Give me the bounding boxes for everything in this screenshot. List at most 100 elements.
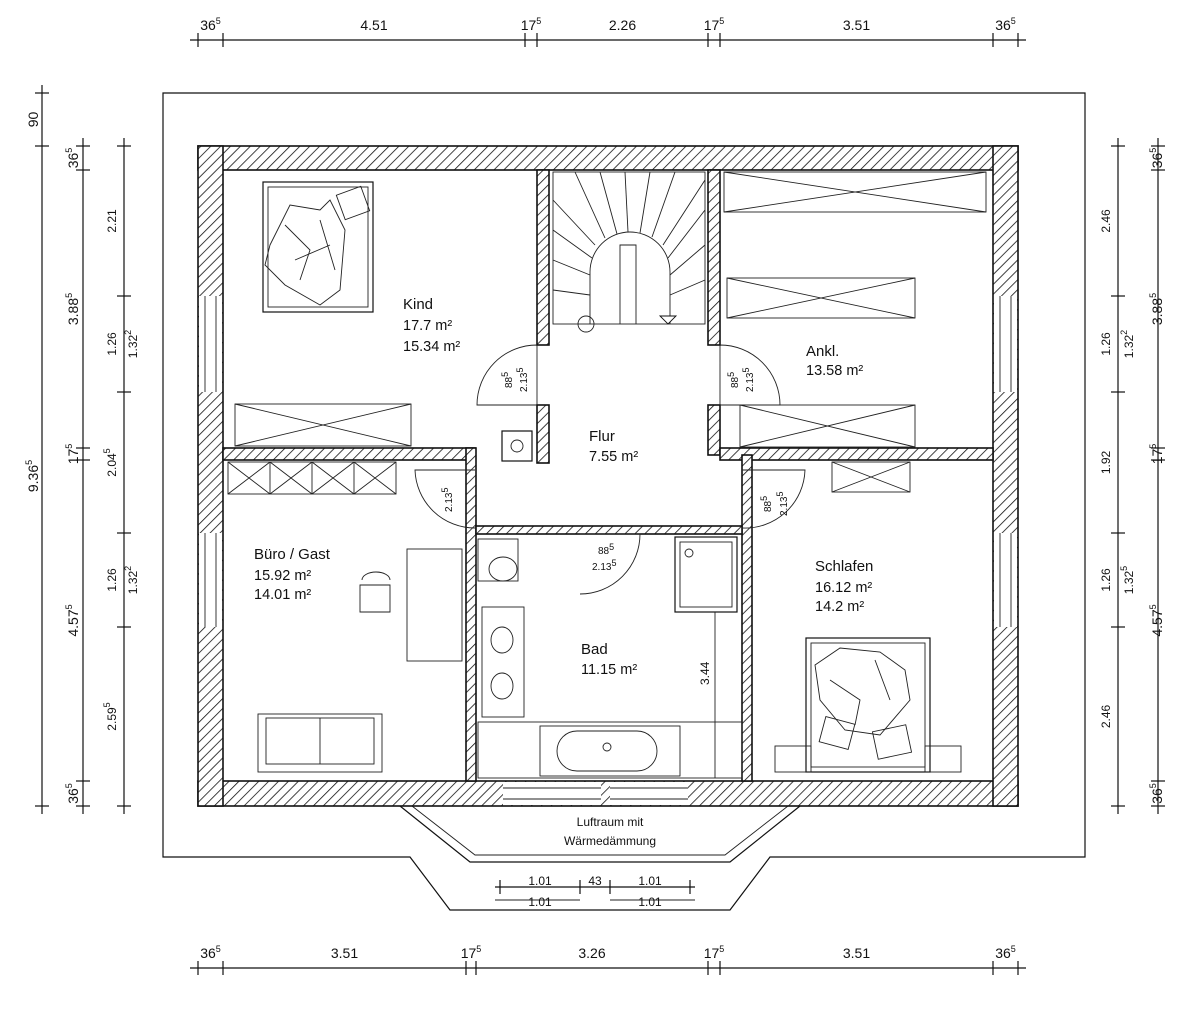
dim-label: 1.92: [1099, 450, 1113, 474]
dim-label: 3.51: [843, 17, 870, 33]
dim-label: 2.46: [1099, 209, 1113, 233]
room-area-buero-1: 15.92 m²: [254, 568, 311, 584]
dim-label: 2.045: [102, 448, 119, 476]
schlafen-bed: [774, 637, 962, 773]
dim-label: 365: [1148, 148, 1165, 169]
room-name-ankl: Ankl.: [806, 343, 839, 360]
dim-label: 3.885: [1148, 293, 1165, 325]
dim-label: 1.26: [1099, 332, 1113, 356]
room-area-schlafen-1: 16.12 m²: [815, 580, 872, 596]
svg-text:2.135: 2.135: [440, 488, 455, 512]
svg-text:2.135: 2.135: [741, 368, 756, 392]
dim-label: 90: [25, 112, 41, 128]
dimension-left-inner: 2.21 1.26 2.045 1.26 2.595 1.322 1.322: [102, 138, 140, 814]
dim-label: 4.575: [64, 604, 81, 636]
room-area-kind-2: 15.34 m²: [403, 339, 460, 355]
door-swings: [414, 344, 806, 595]
dimension-bottom: 365 3.51 175 3.26 175 3.51 365: [190, 944, 1026, 975]
svg-text:885: 885: [500, 372, 515, 388]
bad-fixtures: [477, 536, 743, 779]
dim-label: 365: [995, 944, 1016, 961]
svg-text:2.135: 2.135: [775, 492, 790, 516]
room-name-schlafen: Schlafen: [815, 558, 873, 575]
buero-desk: [359, 548, 463, 662]
dim-label: 4.575: [1148, 604, 1165, 636]
dim-label: 3.51: [843, 945, 870, 961]
windows: [199, 296, 1017, 805]
dim-label: 175: [64, 444, 81, 465]
dim-label: 3.26: [578, 945, 605, 961]
buero-shelf: [227, 461, 397, 495]
bay-window-outline: [399, 805, 801, 863]
dim-label: 1.26: [105, 568, 119, 592]
svg-text:885: 885: [759, 496, 774, 512]
svg-text:885: 885: [726, 372, 741, 388]
dim-label: 1.26: [1099, 568, 1113, 592]
dim-label: 365: [200, 16, 221, 33]
room-area-bad: 11.15 m²: [581, 662, 637, 678]
door-dim-buero: 2.135: [440, 488, 455, 512]
door-dim-ankl: 885 2.135: [726, 368, 756, 392]
room-area-kind-1: 17.7 m²: [403, 318, 452, 334]
dim-label: 175: [521, 16, 542, 33]
dim-label: 175: [704, 16, 725, 33]
dim-label: 365: [995, 16, 1016, 33]
dim-label: 4.51: [360, 17, 387, 33]
dim-label: 43: [588, 874, 602, 888]
kind-wardrobe: [234, 403, 412, 447]
dimension-bay: 1.01 43 1.01 1.01 1.01: [495, 874, 695, 909]
dim-label: 1.322: [123, 330, 140, 358]
door-dim-schlafen: 885 2.135: [759, 492, 790, 516]
dim-label: 1.01: [638, 895, 662, 909]
dim-label: 2.26: [609, 17, 636, 33]
dim-label: 1.325: [1119, 566, 1136, 594]
dim-label: 365: [64, 148, 81, 169]
door-dim-bad: 885 2.135: [592, 542, 616, 573]
room-area-ankl: 13.58 m²: [806, 363, 863, 379]
ankl-cabinets: [723, 171, 987, 493]
dim-label: 1.01: [528, 874, 552, 888]
dim-label: 2.46: [1099, 704, 1113, 728]
dim-label: 365: [64, 783, 81, 804]
dim-label: 1.01: [638, 874, 662, 888]
svg-text:885: 885: [598, 542, 614, 557]
bad-wall-dim: 3.44: [698, 661, 712, 685]
dim-label: 175: [461, 944, 482, 961]
room-name-flur: Flur: [589, 428, 615, 445]
dimension-left-mid: 365 3.885 175 4.575 365: [64, 138, 90, 814]
room-area-schlafen-2: 14.2 m²: [815, 599, 864, 615]
luftraum-line1: Luftraum mit: [577, 815, 644, 829]
dim-label: 9.365: [24, 460, 41, 492]
dim-label: 365: [1148, 783, 1165, 804]
dim-label: 175: [704, 944, 725, 961]
room-area-buero-2: 14.01 m²: [254, 587, 311, 603]
dim-label: 1.322: [1119, 330, 1136, 358]
dimension-right-outer: 365 3.885 175 4.575 365: [1148, 138, 1165, 814]
dim-label: 1.26: [105, 332, 119, 356]
kind-bed: [262, 181, 374, 313]
dim-label: 2.21: [105, 209, 119, 233]
buero-sofa: [257, 713, 383, 773]
dim-label: 365: [200, 944, 221, 961]
dim-label: 175: [1148, 444, 1165, 465]
dim-label: 1.01: [528, 895, 552, 909]
roof-outline: [162, 92, 1086, 911]
svg-text:2.135: 2.135: [592, 558, 616, 573]
dimension-right-inner: 2.46 1.26 1.92 1.26 2.46 1.322 1.325: [1099, 138, 1136, 814]
svg-text:2.135: 2.135: [515, 368, 530, 392]
interior-walls: [222, 169, 994, 782]
luftraum-line2: Wärmedämmung: [564, 834, 656, 848]
room-name-bad: Bad: [581, 641, 608, 658]
dim-label: 1.322: [123, 566, 140, 594]
staircase: [552, 171, 706, 333]
door-dim-kind: 885 2.135: [500, 368, 530, 392]
dimension-left-outer: 90 9.365: [24, 85, 49, 814]
dim-label: 3.885: [64, 293, 81, 325]
chimney: [501, 430, 533, 462]
room-area-flur: 7.55 m²: [589, 449, 638, 465]
dim-label: 2.595: [102, 702, 119, 730]
dimension-top: 365 4.51 175 2.26 175 3.51 365: [190, 16, 1026, 47]
exterior-walls: [197, 145, 1019, 807]
dim-label: 3.51: [331, 945, 358, 961]
